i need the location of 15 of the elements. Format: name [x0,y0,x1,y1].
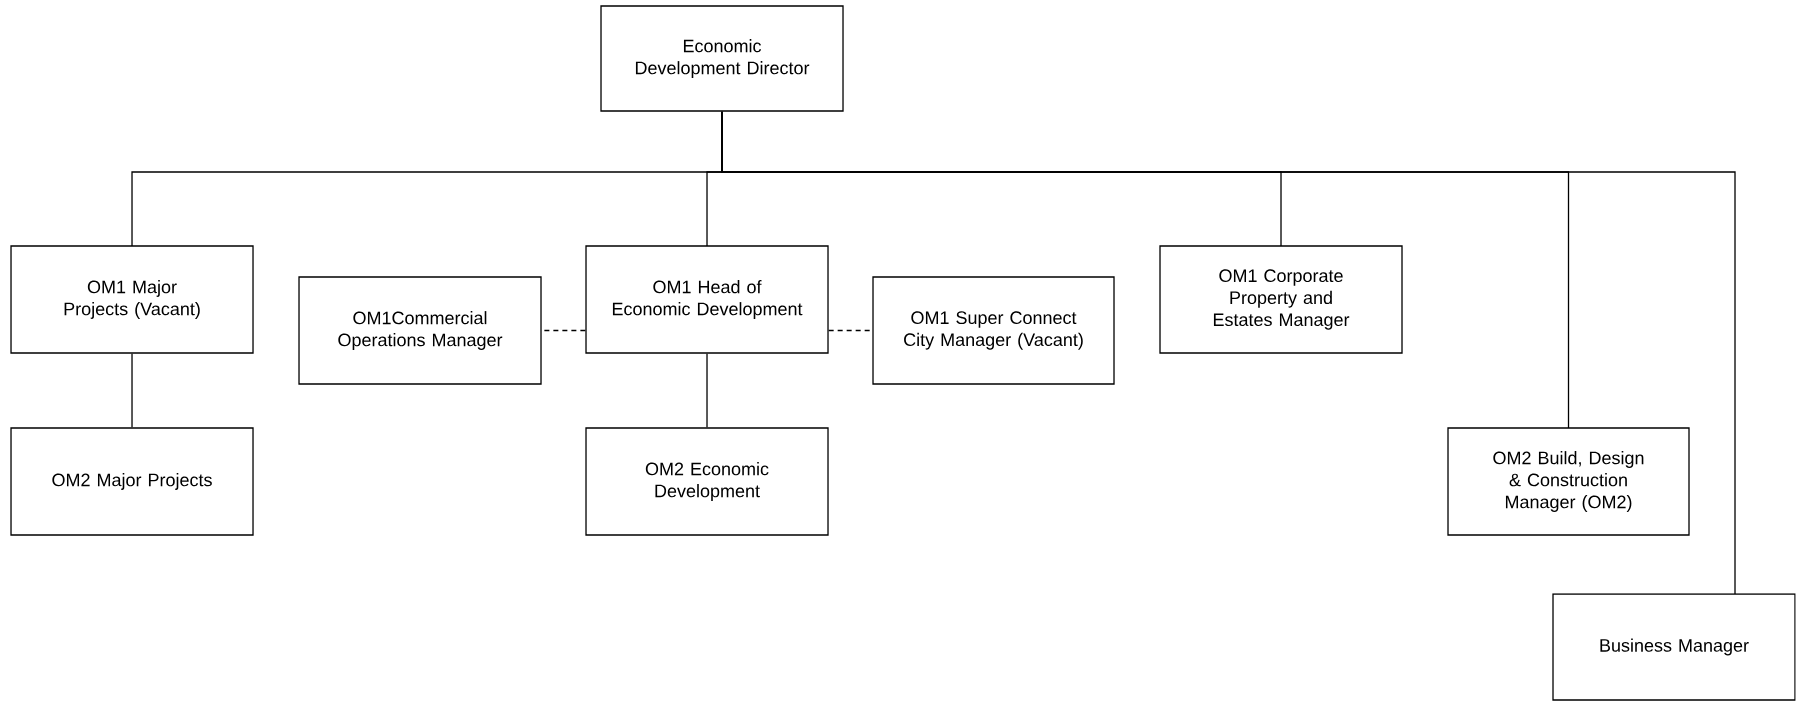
org-box: Economic Development Director [600,5,844,112]
connector-line [131,353,133,428]
connector-line [721,111,1736,595]
org-box: OM1 Major Projects (Vacant) [10,245,254,354]
org-box: OM1 Head of Economic Development [585,245,829,354]
connector-line [706,353,708,428]
org-box: OM2 Major Projects [10,427,254,536]
org-box: OM2 Build, Design & Construction Manager (OM2) [1447,427,1690,536]
org-box: OM1Commercial Operations Manager [298,276,542,385]
dashed-connector [828,329,873,332]
org-box: OM1 Super Connect City Manager (Vacant) [872,276,1115,385]
org-box: OM1 Corporate Property and Estates Manager [1159,245,1403,354]
org-box: Business Manager [1552,593,1796,701]
dashed-connector [541,329,586,332]
org-box: OM2 Economic Development [585,427,829,536]
